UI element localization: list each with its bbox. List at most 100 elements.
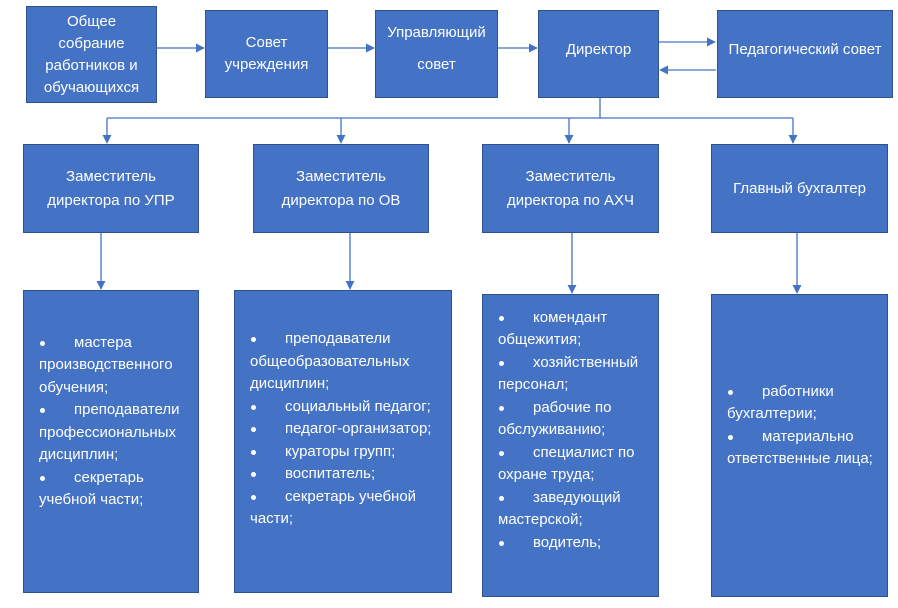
node-label-line: директора по УПР bbox=[47, 191, 175, 209]
list-item-text: преподаватели bbox=[74, 401, 180, 418]
list-item-text: воспитатель; bbox=[285, 465, 376, 483]
list-item-text: мастерской; bbox=[498, 511, 583, 529]
staff-list: мастера производственного обучения; препода… bbox=[39, 332, 190, 512]
bullet-icon bbox=[40, 475, 45, 481]
list-item: педагог-организатор; bbox=[250, 418, 443, 441]
list-item: рабочие по обслуживанию; bbox=[498, 397, 650, 442]
list-item-text: кураторы групп; bbox=[285, 442, 396, 460]
list-item-text: мастера bbox=[74, 333, 132, 351]
bullet-icon bbox=[40, 340, 45, 346]
node-chief-accountant: Главный бухгалтер bbox=[711, 144, 888, 233]
bullet-icon bbox=[499, 315, 504, 321]
list-item-text: специалист по bbox=[533, 443, 635, 461]
list-item: водитель; bbox=[498, 532, 650, 555]
node-director: Директор bbox=[538, 10, 659, 98]
list-item-text: обслуживанию; bbox=[498, 421, 606, 439]
node-label-line: Заместитель bbox=[525, 167, 616, 185]
node-label-line: совет bbox=[417, 56, 456, 73]
list-item: секретарь учебной части; bbox=[250, 486, 443, 531]
list-item: заведующий мастерской; bbox=[498, 487, 650, 532]
bullet-icon bbox=[499, 495, 504, 501]
list-item: преподаватели профессиональных дисциплин; bbox=[39, 399, 190, 467]
bullet-icon bbox=[251, 449, 256, 455]
list-item-text: части; bbox=[250, 510, 294, 528]
list-item-text: бухгалтерии; bbox=[727, 405, 817, 422]
list-item-text: обучения; bbox=[39, 378, 109, 396]
list-item: секретарь учебной части; bbox=[39, 467, 190, 512]
node-label-line: директора по ОВ bbox=[281, 191, 401, 209]
node-label-line: Заместитель bbox=[66, 167, 156, 185]
bullet-icon bbox=[499, 540, 504, 546]
list-item-text: педагог-организатор; bbox=[285, 420, 432, 438]
list-item-text: секретарь учебной bbox=[285, 487, 417, 505]
node-label-line: Заместитель bbox=[296, 167, 386, 185]
list-item-text: комендант bbox=[533, 308, 608, 326]
list-item-text: общеобразовательных bbox=[250, 352, 410, 370]
list-item-text: материально bbox=[762, 427, 854, 445]
node-managing-council: Управляющий совет bbox=[375, 10, 498, 98]
node-label-line: Совет bbox=[245, 34, 288, 51]
list-item-text: производственного bbox=[39, 356, 173, 373]
list-item-text: преподаватели bbox=[285, 330, 391, 348]
list-item-text: водитель; bbox=[533, 533, 602, 551]
list-item: мастера производственного обучения; bbox=[39, 332, 190, 400]
list-upr-staff: мастера производственного обучения; препода… bbox=[23, 290, 199, 593]
bullet-icon bbox=[251, 427, 256, 433]
list-ahch-staff: комендант общежития; хозяйственный персонал… bbox=[482, 294, 659, 597]
list-item: социальный педагог; bbox=[250, 396, 443, 419]
list-item-text: хозяйственный bbox=[533, 353, 639, 371]
node-label-line: обучающихся bbox=[43, 78, 140, 96]
node-label-line: директора по АХЧ bbox=[506, 191, 635, 209]
bullet-icon bbox=[251, 404, 256, 410]
bullet-icon bbox=[251, 494, 256, 500]
list-item: работники бухгалтерии; bbox=[727, 381, 879, 426]
node-label-line: Директор bbox=[565, 41, 632, 58]
list-item: кураторы групп; bbox=[250, 441, 443, 464]
list-item: специалист по охране труда; bbox=[498, 442, 650, 487]
bullet-icon bbox=[251, 472, 256, 478]
list-item-text: дисциплин; bbox=[39, 446, 119, 463]
node-general-meeting: Общее собрание работников и обучающихся bbox=[26, 6, 157, 103]
bullet-icon bbox=[728, 434, 733, 440]
list-item-text: общежития; bbox=[498, 331, 582, 349]
node-label-line: учреждения bbox=[224, 56, 309, 73]
list-item-text: заведующий bbox=[533, 488, 621, 506]
node-deputy-ahch: Заместитель директора по АХЧ bbox=[482, 144, 659, 233]
staff-list: комендант общежития; хозяйственный персонал… bbox=[498, 307, 650, 555]
list-item: хозяйственный персонал; bbox=[498, 352, 650, 397]
bullet-icon bbox=[40, 408, 45, 413]
node-label-line: Управляющий bbox=[387, 24, 486, 41]
list-item-text: профессиональных bbox=[39, 423, 176, 441]
list-item-text: социальный педагог; bbox=[285, 397, 431, 415]
list-item: воспитатель; bbox=[250, 463, 443, 486]
node-institution-council: Совет учреждения bbox=[205, 10, 328, 98]
list-item: преподаватели общеобразовательных дисципли… bbox=[250, 328, 443, 396]
node-deputy-ov: Заместитель директора по ОВ bbox=[253, 144, 429, 233]
node-label-line: собрание bbox=[58, 34, 125, 52]
list-ov-staff: преподаватели общеобразовательных дисципли… bbox=[234, 290, 452, 593]
bullet-icon bbox=[499, 360, 504, 366]
staff-list: преподаватели общеобразовательных дисципли… bbox=[250, 328, 443, 531]
node-label-line: Общее bbox=[66, 12, 117, 30]
bullet-icon bbox=[251, 337, 256, 343]
list-item-text: дисциплин; bbox=[250, 375, 330, 393]
bullet-icon bbox=[499, 450, 504, 456]
node-label-line: работников и bbox=[45, 56, 138, 74]
list-item: комендант общежития; bbox=[498, 307, 650, 352]
list-item-text: рабочие по bbox=[533, 398, 612, 416]
list-item-text: охране труда; bbox=[498, 466, 595, 484]
bullet-icon bbox=[728, 389, 733, 395]
list-item-text: секретарь bbox=[74, 468, 144, 486]
node-label-line: Главный бухгалтер bbox=[733, 179, 866, 197]
node-deputy-upr: Заместитель директора по УПР bbox=[23, 144, 199, 233]
list-item-text: учебной части; bbox=[39, 491, 144, 508]
bullet-icon bbox=[499, 405, 504, 411]
node-label-line: Педагогический совет bbox=[728, 41, 882, 58]
list-item-text: работники bbox=[762, 382, 834, 400]
node-pedagogical-council: Педагогический совет bbox=[717, 10, 893, 98]
list-item-text: персонал; bbox=[498, 376, 569, 394]
